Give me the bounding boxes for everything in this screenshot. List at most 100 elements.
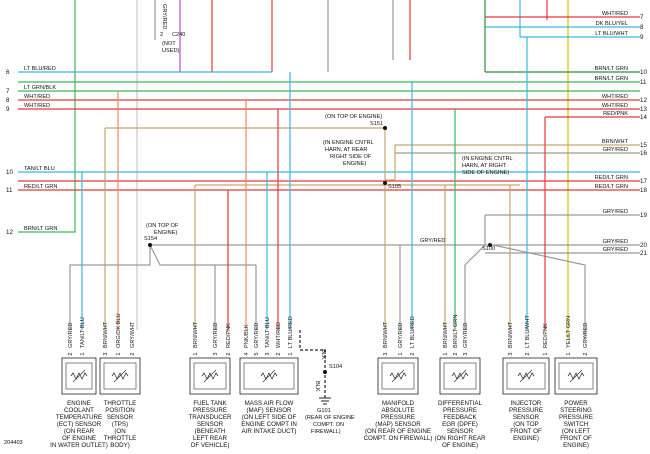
pin-number: 3 — [213, 352, 219, 355]
variable-arrow-icon — [569, 369, 583, 383]
wire-brn-lt-grn-left — [18, 0, 76, 233]
wire-gry-red-ftp — [149, 244, 216, 330]
sensor-caption: DIFFERENTIAL — [438, 400, 483, 407]
sensor-caption: PRESSURE — [509, 407, 543, 414]
sensor-caption: IN WATER OUTLET) — [50, 442, 108, 449]
right-wire-label: WHT/RED — [602, 94, 628, 100]
left-pin-number: 10 — [6, 169, 13, 176]
pin-number: 1 — [398, 352, 404, 355]
s154-note: (ON TOP OF ENGINE) — [146, 223, 179, 236]
pin-number: 2 — [226, 352, 232, 355]
pin-number: 4 — [244, 352, 250, 355]
sensor-caption: (ON RIGHT REAR — [434, 435, 486, 442]
sensor-caption: ENGINE) — [513, 435, 539, 442]
pin-number: 1 — [566, 352, 572, 355]
c240-name: C240 — [172, 32, 185, 38]
right-pin-number: 11 — [640, 79, 647, 86]
figure-id: 204403 — [4, 440, 23, 446]
splice-s151-dot — [383, 126, 387, 130]
right-wire-label: BRN/LT GRN — [595, 76, 628, 82]
pin-number: 2 — [583, 352, 589, 355]
blk-top-label: BLK — [320, 349, 326, 360]
right-wire-label: DK BLU/YEL — [596, 21, 628, 27]
g101-note: (REAR OF ENGINE COMPT. ON FIREWALL) — [305, 415, 355, 435]
variable-arrow-icon — [262, 369, 276, 383]
left-pin-number: 6 — [6, 69, 10, 76]
pin-number: 3 — [265, 352, 271, 355]
pin-number: 2 — [410, 352, 416, 355]
right-pin-number: 7 — [640, 14, 644, 21]
gry-red-mid-label: GRY/RED — [420, 238, 445, 244]
sensor-caption: PRESSURE — [559, 414, 593, 421]
sensor-caption: MASS AIR FLOW — [245, 400, 294, 407]
resistor-symbol — [451, 372, 469, 380]
sensor-caption: SENSOR — [513, 414, 540, 421]
svg-text:COMPT. ON: COMPT. ON — [313, 422, 344, 428]
sensor-caption: SWITCH — [564, 421, 588, 428]
left-pin-number: 12 — [6, 229, 13, 236]
wire-gry-red-dpfe — [464, 244, 486, 330]
resistor-symbol — [389, 372, 407, 380]
pin-wire-label: BRN/WHT — [443, 321, 449, 348]
right-wire-label: BRN/WHT — [602, 139, 629, 145]
sensor-caption: ENGINE) — [563, 442, 589, 449]
sensor-caption: OF ENGINE — [62, 435, 96, 442]
s104-label: S104 — [329, 364, 342, 370]
sensor-caption: (ON REAR OF ENGINE — [365, 428, 431, 435]
sensor-caption: (ECT) SENSOR — [57, 421, 102, 428]
pin-number: 2 — [276, 352, 282, 355]
sensor-caption: ABSOLUTE — [381, 407, 414, 414]
pin-wire-label: TAN/LT BLU — [265, 317, 271, 348]
pin-number: 2 — [68, 352, 74, 355]
pin-number: 2 — [453, 352, 459, 355]
pin-wire-label: YEL/LT GRN — [566, 316, 572, 348]
sensor-caption: FRONT OF — [560, 435, 592, 442]
pin-number: 3 — [508, 352, 514, 355]
svg-text:(IN ENGINE CNTRL: (IN ENGINE CNTRL — [462, 156, 513, 162]
resistor-symbol — [201, 372, 219, 380]
variable-arrow-icon — [113, 369, 127, 383]
right-pin-number: 13 — [640, 106, 647, 113]
right-wire-label: WHT/RED — [602, 11, 628, 17]
svg-text:ENGINE): ENGINE) — [343, 161, 366, 167]
sensor-caption: POWER — [564, 400, 588, 407]
pin-wire-label: LT BLU/RED — [288, 316, 294, 348]
right-pin-number: 21 — [640, 250, 647, 257]
sensor-caption: (TPS) — [112, 421, 128, 428]
pin-number: 1 — [288, 352, 294, 355]
blk-bottom-label: BLK — [314, 381, 320, 392]
right-wire-label: RED/LT GRN — [595, 175, 628, 181]
splice-s105-dot — [383, 181, 387, 185]
sensor-caption: (MAF) SENSOR — [246, 407, 292, 414]
variable-arrow-icon — [72, 369, 86, 383]
left-wire-label: BRN/LT GRN — [24, 226, 57, 232]
sensor-caption: INJECTOR — [511, 400, 542, 407]
sensor-caption: FRONT OF — [510, 428, 542, 435]
right-pin-number: 19 — [640, 212, 647, 219]
pin-wire-label: BRN/WHT — [103, 321, 109, 348]
pin-number: 5 — [254, 352, 260, 355]
c240-wire-label: GRY/RED — [161, 4, 167, 29]
splice-s100-dot — [488, 243, 492, 247]
left-pin-number: 9 — [6, 106, 10, 113]
pin-wire-label: LT BLU/WHT — [525, 315, 531, 348]
sensor-caption: (BENEATH — [195, 428, 226, 435]
right-wire-label: WHT/RED — [602, 103, 628, 109]
sensor-caption: ENGINE COMPT IN — [241, 421, 297, 428]
resistor-symbol — [517, 372, 535, 380]
right-pin-number: 12 — [640, 97, 647, 104]
svg-text:HARN, AT RIGHT: HARN, AT RIGHT — [462, 163, 507, 169]
pin-wire-label: RED/PNK — [226, 323, 232, 348]
right-pin-number: 16 — [640, 150, 647, 157]
sensor-caption: SENSOR — [107, 414, 134, 421]
s100-label: S100 — [482, 246, 495, 252]
c240-not: (NOT — [162, 41, 176, 47]
sensor-caption: (ON LEFT — [562, 428, 590, 435]
resistor-symbol — [111, 372, 129, 380]
right-pin-number: 20 — [640, 242, 647, 249]
variable-arrow-icon — [203, 369, 217, 383]
sensor-caption: POSITION — [105, 407, 135, 414]
